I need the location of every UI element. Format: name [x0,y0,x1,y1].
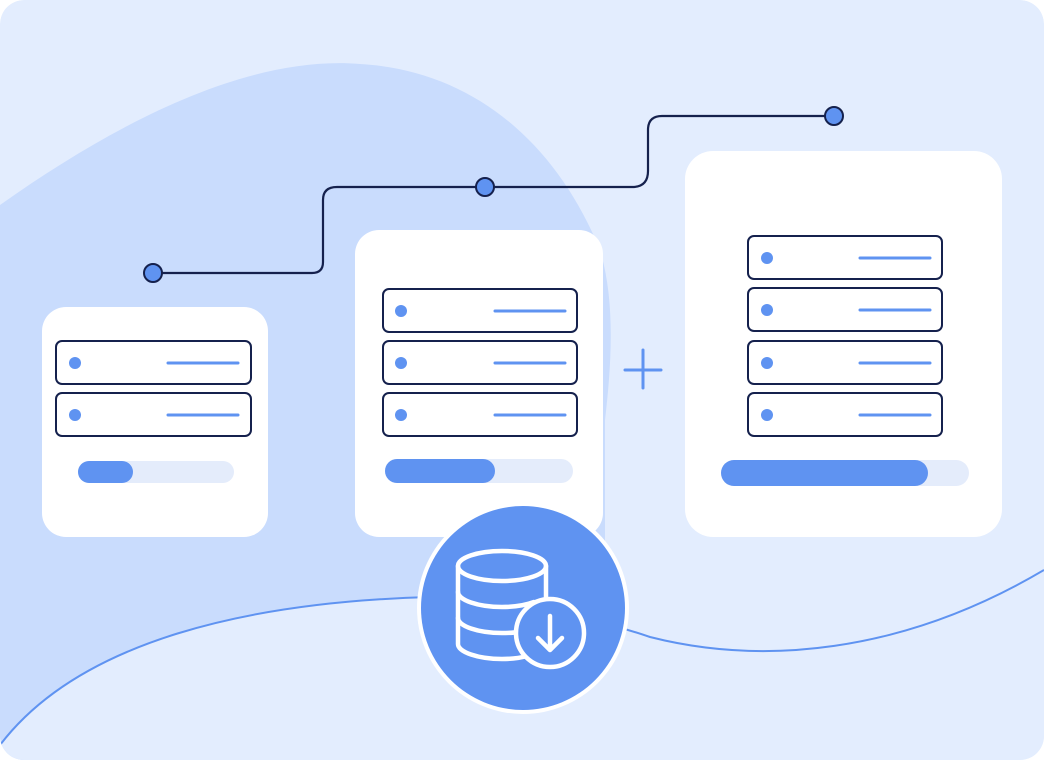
server-row [382,340,578,385]
badge-circle [421,506,625,710]
server-row [55,392,252,437]
growth-point-2 [475,177,495,197]
progress-fill [721,460,928,486]
progress-fill [78,461,133,483]
database-icon [455,548,549,662]
plus-icon [623,348,663,390]
progress-fill [385,459,495,483]
growth-point-3 [824,106,844,126]
server-row [747,340,943,385]
storage-card-small [42,307,268,537]
storage-card-large [685,151,1002,537]
server-row [747,392,943,437]
database-download-icon [417,502,629,714]
download-arrow-icon [513,596,587,670]
server-row [747,287,943,332]
server-row [382,288,578,333]
server-row [55,340,252,385]
server-row [747,235,943,280]
storage-card-medium [355,230,603,537]
growth-point-1 [143,263,163,283]
server-row [382,392,578,437]
